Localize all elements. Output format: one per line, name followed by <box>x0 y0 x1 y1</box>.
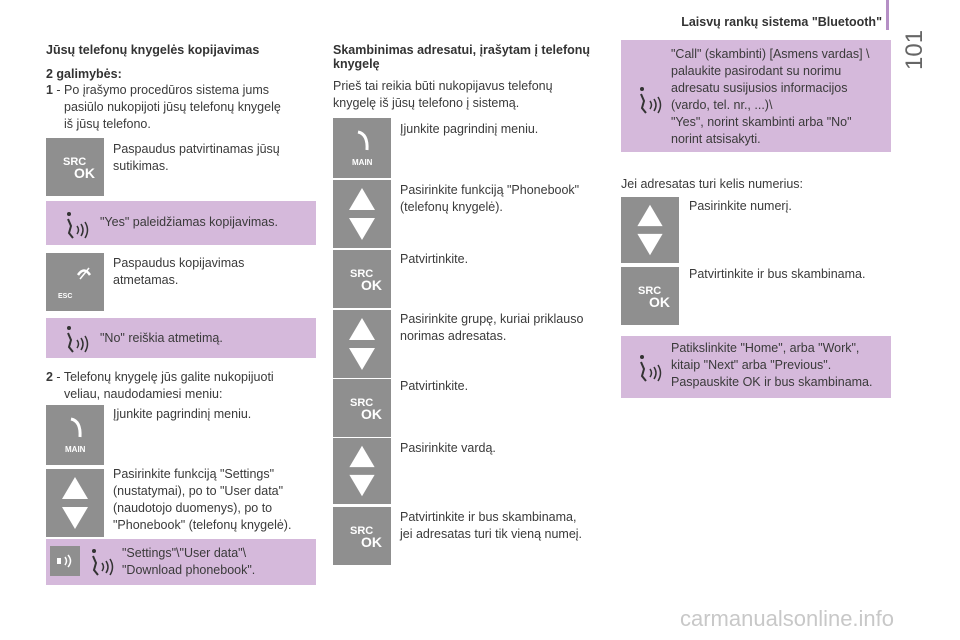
step-confirm-call: Patvirtinkite ir bus skambinama. <box>689 267 866 281</box>
option1-line2: pasiūlo nukopijoti jūsų telefonų knygelę <box>64 100 281 114</box>
call-step-6: Pasirinkite vardą. <box>400 441 496 455</box>
option1-line1: 1 - Po įrašymo procedūros sistema jums <box>46 83 269 97</box>
call-step-7-line2: jei adresatas turi tik vieną numeį. <box>400 527 583 541</box>
call-step-5: Patvirtinkite. <box>400 379 469 393</box>
call-step-2-line2: (telefonų knygelė). <box>400 200 503 214</box>
voice-command-icon <box>66 211 89 239</box>
option2-line2: veliau, naudodamiesi meniu: <box>64 387 223 401</box>
multi-numbers-note: Jei adresatas turi kelis numerius: <box>621 177 804 191</box>
voice-command-icon <box>91 548 114 576</box>
option1-line3: iš jūsų telefono. <box>64 117 151 131</box>
options-title: 2 galimybės: <box>46 67 122 81</box>
call-step-4-line2: norimas adresatas. <box>400 329 507 343</box>
step-confirm-line2: sutikimas. <box>113 159 169 173</box>
section-heading-call-line1: Skambinimas adresatui, įrašytam į telefo… <box>333 43 591 57</box>
handset-icon <box>357 130 369 151</box>
main-menu-button-icon: MAIN <box>46 405 104 465</box>
section-heading-copy: Jūsų telefonų knygelės kopijavimas <box>46 43 260 57</box>
up-down-arrows-icon <box>46 469 104 537</box>
voice-command-settings: "Settings"\"User data"\ "Download phoneb… <box>46 539 316 585</box>
up-down-arrows-icon <box>333 310 391 378</box>
section-heading-call-line2: knygelę <box>333 57 380 71</box>
voice-command-icon <box>639 354 662 382</box>
step-main-menu: Įjunkite pagrindinį meniu. <box>113 407 252 421</box>
call-step-4-line1: Pasirinkite grupę, kuriai priklauso <box>400 312 584 326</box>
call-step-7-line1: Patvirtinkite ir bus skambinama, <box>400 510 577 524</box>
step-reject-line2: atmetamas. <box>113 273 179 287</box>
call-step-3: Patvirtinkite. <box>400 252 469 266</box>
page-number: 101 <box>901 29 928 70</box>
step-select-number: Pasirinkite numerį. <box>689 199 792 213</box>
handset-icon <box>70 417 82 438</box>
voice-command-icon <box>639 86 662 114</box>
intro-line1: Prieš tai reikia būti nukopijavus telefo… <box>333 79 553 93</box>
step-settings-line2: (nustatymai), po to "User data" <box>113 484 284 498</box>
step-settings-line3: (naudotojo duomenys), po to <box>113 501 273 515</box>
option2-line1: 2 - Telefonų knygelę jūs galite nukopiju… <box>46 370 274 384</box>
step-settings-line1: Pasirinkite funkciją "Settings" <box>113 467 275 481</box>
header-title: Laisvų rankų sistema "Bluetooth" <box>681 15 882 29</box>
speaker-button-icon <box>50 546 80 576</box>
step-confirm-line1: Paspaudus patvirtinamas jūsų <box>113 142 280 156</box>
up-down-arrows-icon <box>333 438 391 504</box>
header-accent-bar <box>886 0 889 30</box>
up-down-arrows-icon <box>621 197 679 263</box>
watermark: carmanualsonline.info <box>680 606 895 631</box>
voice-command-icon <box>66 325 89 353</box>
voice-command-no: "No" reiškia atmetimą. <box>46 318 316 358</box>
up-down-arrows-icon <box>333 180 391 248</box>
esc-button-icon: ESC <box>46 253 104 311</box>
call-step-2-line1: Pasirinkite funkciją "Phonebook" <box>400 183 580 197</box>
voice-command-home-work: Patikslinkite "Home", arba "Work", kitai… <box>621 336 891 398</box>
call-step-1: Įjunkite pagrindinį meniu. <box>400 122 539 136</box>
main-menu-button-icon: MAIN <box>333 118 391 178</box>
voice-command-call: "Call" (skambinti) [Asmens vardas] \ pal… <box>621 40 891 152</box>
voice-command-yes: "Yes" paleidžiamas kopijavimas. <box>46 201 316 245</box>
hangup-icon <box>76 267 92 280</box>
step-settings-line4: "Phonebook" (telefonų knygelė). <box>113 518 292 532</box>
step-reject-line1: Paspaudus kopijavimas <box>113 256 245 270</box>
intro-line2: knygelę iš jūsų telefono į sistemą. <box>333 96 520 110</box>
